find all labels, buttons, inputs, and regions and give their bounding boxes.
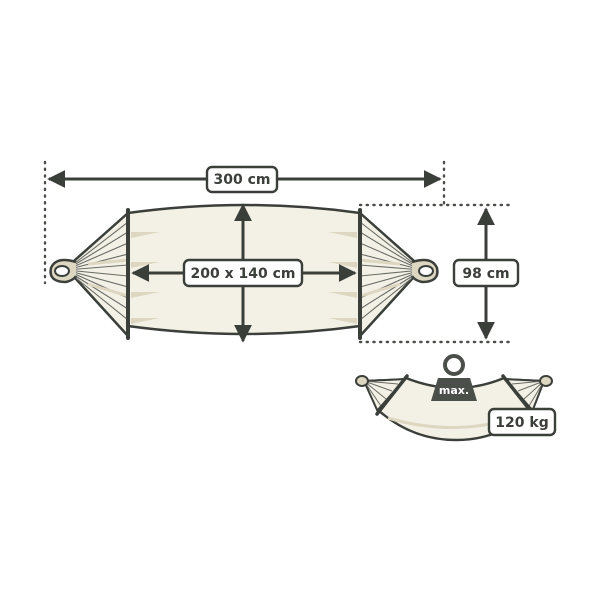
left-end-ring [49,258,78,284]
label-overall-length: 300 cm [205,165,279,194]
label-bed-size: 200 x 140 cm [182,258,304,288]
right-end-ring [410,258,439,284]
bed-size-text: 200 x 140 cm [191,266,296,282]
capacity-text: 120 kg [495,415,548,431]
label-capacity: 120 kg [487,407,557,437]
overall-length-text: 300 cm [214,172,271,188]
end-length-text: 98 cm [462,266,509,282]
max-badge-text: max. [439,384,469,397]
weight-icon: max. [431,354,477,401]
dotted-guides [43,160,516,344]
left-cord-fan [64,211,130,338]
label-end-length: 98 cm [452,258,520,288]
